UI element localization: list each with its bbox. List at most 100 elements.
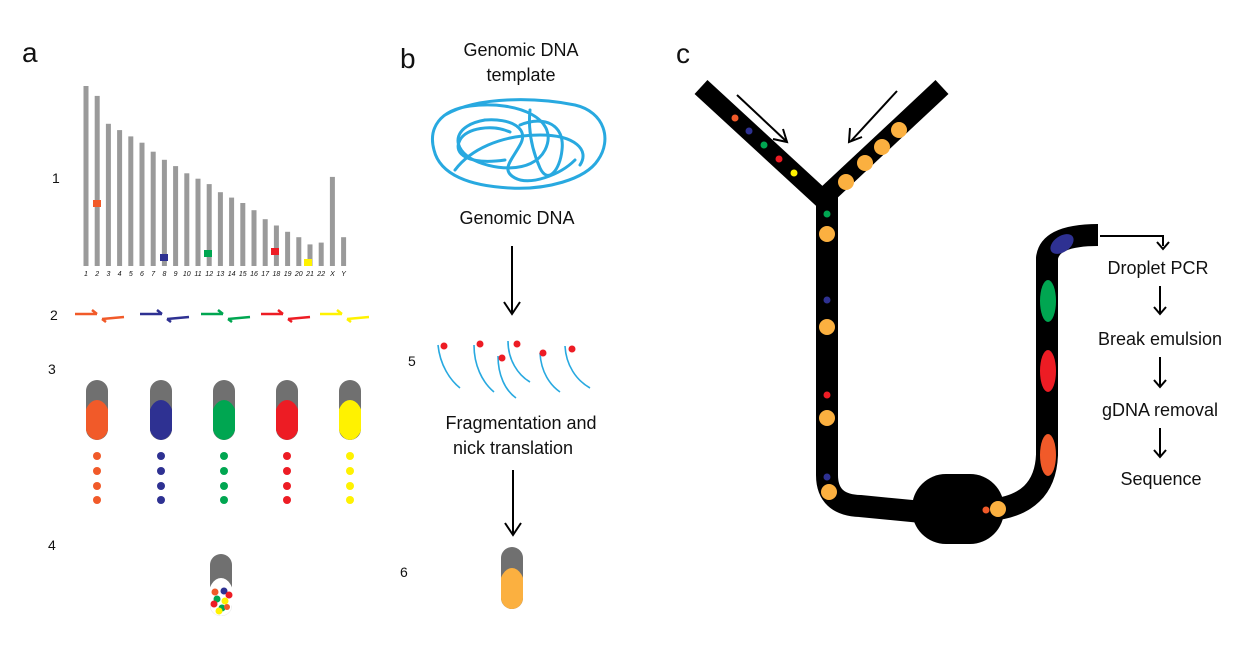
chromosome-label: 17 [261, 271, 270, 278]
microfluidic-chip [694, 80, 1099, 523]
chromosome-label: 13 [217, 271, 225, 278]
primer-pair-blue [140, 309, 190, 323]
step-droplet-pcr: Droplet PCR [1107, 258, 1208, 278]
primer-pair-green [201, 309, 251, 323]
chromosome-bar [117, 130, 123, 266]
primer-pair-orange [75, 309, 125, 323]
fragmentation-label-line2: nick translation [453, 438, 573, 458]
step-label-2: 2 [50, 307, 58, 323]
chromosome-label: 21 [305, 271, 314, 278]
chromosome-bar [150, 151, 156, 266]
chromosome-label: 14 [228, 271, 236, 278]
chromosome-bar [105, 123, 111, 266]
chromosome-bar [217, 192, 223, 266]
main-channel [816, 196, 924, 523]
chromosome-bar [83, 86, 89, 266]
chromosome-label: 18 [273, 271, 281, 278]
step-break-emulsion: Break emulsion [1098, 329, 1222, 349]
step-label-1: 1 [52, 170, 60, 186]
tube-orange [86, 380, 108, 440]
primer-pair-red [261, 309, 311, 323]
chromosome-bar [251, 210, 257, 266]
genomic-dna-tangle [431, 98, 607, 190]
chromosome-label: Y [341, 271, 347, 278]
pooled-tube [210, 554, 233, 616]
chromosome-bar [128, 136, 134, 266]
chromosome-bar [206, 184, 212, 266]
chromosome-bar [285, 231, 291, 266]
chromosome-bar [240, 203, 246, 266]
step-label-3: 3 [48, 361, 56, 377]
outlet-droplets [1040, 234, 1074, 476]
chromosome-label: X [329, 271, 335, 278]
chromosome-label: 9 [174, 271, 178, 278]
dna-fragments [437, 340, 591, 399]
chromosome-bar [318, 242, 324, 266]
locus-marker-blue [160, 254, 168, 261]
chromosome-bar [307, 244, 313, 266]
chromosome-label: 3 [106, 271, 110, 278]
chromosome-label: 8 [162, 271, 166, 278]
genomic-dna-label: Genomic DNA [459, 208, 574, 228]
locus-marker-orange [93, 200, 101, 207]
chromosome-label: 6 [140, 271, 144, 278]
chromosome-label: 1 [84, 271, 88, 278]
fragmentation-label-line1: Fragmentation and [445, 413, 596, 433]
chromosome-bar [296, 237, 302, 266]
inlet-beads [731, 114, 798, 177]
chromosome-label: 19 [284, 271, 292, 278]
chromosome-label: 11 [194, 271, 201, 278]
karyotype-bars [83, 86, 347, 267]
chromosome-bar [139, 142, 145, 266]
step-gdna-removal: gDNA removal [1102, 400, 1218, 420]
dot-columns [93, 452, 354, 504]
panel-label-a: a [22, 37, 38, 68]
chromosome-label: 12 [205, 271, 213, 278]
chromosome-bar [195, 178, 201, 266]
chromosome-bar [329, 176, 335, 266]
chromosome-label: 10 [183, 271, 191, 278]
tube-green [213, 380, 235, 440]
chromosome-label: 15 [239, 271, 247, 278]
tube-blue [150, 380, 172, 440]
chromosome-label: 20 [294, 271, 303, 278]
chromosome-bar [173, 166, 179, 266]
arrow-down-b1 [503, 246, 521, 316]
chromosome-bar [262, 219, 268, 266]
template-label-line2: template [486, 65, 555, 85]
workflow-arrows [1100, 235, 1170, 459]
primer-pairs [75, 309, 370, 323]
step-label-5: 5 [408, 353, 416, 369]
tube-yellow [339, 380, 361, 440]
chromosome-label: 16 [250, 271, 258, 278]
chromosome-label: 22 [316, 271, 325, 278]
chromosome-bar [161, 159, 167, 266]
droplet-chamber [912, 474, 1004, 544]
chromosome-bar [273, 225, 279, 266]
chromosome-bar [229, 197, 235, 266]
primer-pair-yellow [320, 309, 370, 323]
panel-label-c: c [676, 38, 690, 69]
inflow-arrows [736, 90, 898, 144]
locus-marker-yellow [304, 259, 312, 266]
panel-label-b: b [400, 43, 416, 74]
chromosome-label: 7 [151, 271, 156, 278]
chromosome-bar [341, 237, 347, 266]
tube-red [276, 380, 298, 440]
chromosome-label: 2 [94, 271, 99, 278]
chromosome-label: 4 [118, 271, 122, 278]
chromosome-bar [184, 173, 190, 266]
chromosome-bar [94, 95, 100, 267]
template-label-line1: Genomic DNA [463, 40, 578, 60]
step-label-4: 4 [48, 537, 56, 553]
tube-amber [501, 547, 523, 609]
chromosome-label: 5 [129, 271, 133, 278]
arrow-down-b2 [504, 470, 522, 537]
step-label-6: 6 [400, 564, 408, 580]
amber-droplets-inlet [838, 122, 907, 190]
main-channel-contents [819, 210, 1006, 517]
locus-marker-red [271, 248, 279, 255]
locus-marker-green [204, 250, 212, 257]
